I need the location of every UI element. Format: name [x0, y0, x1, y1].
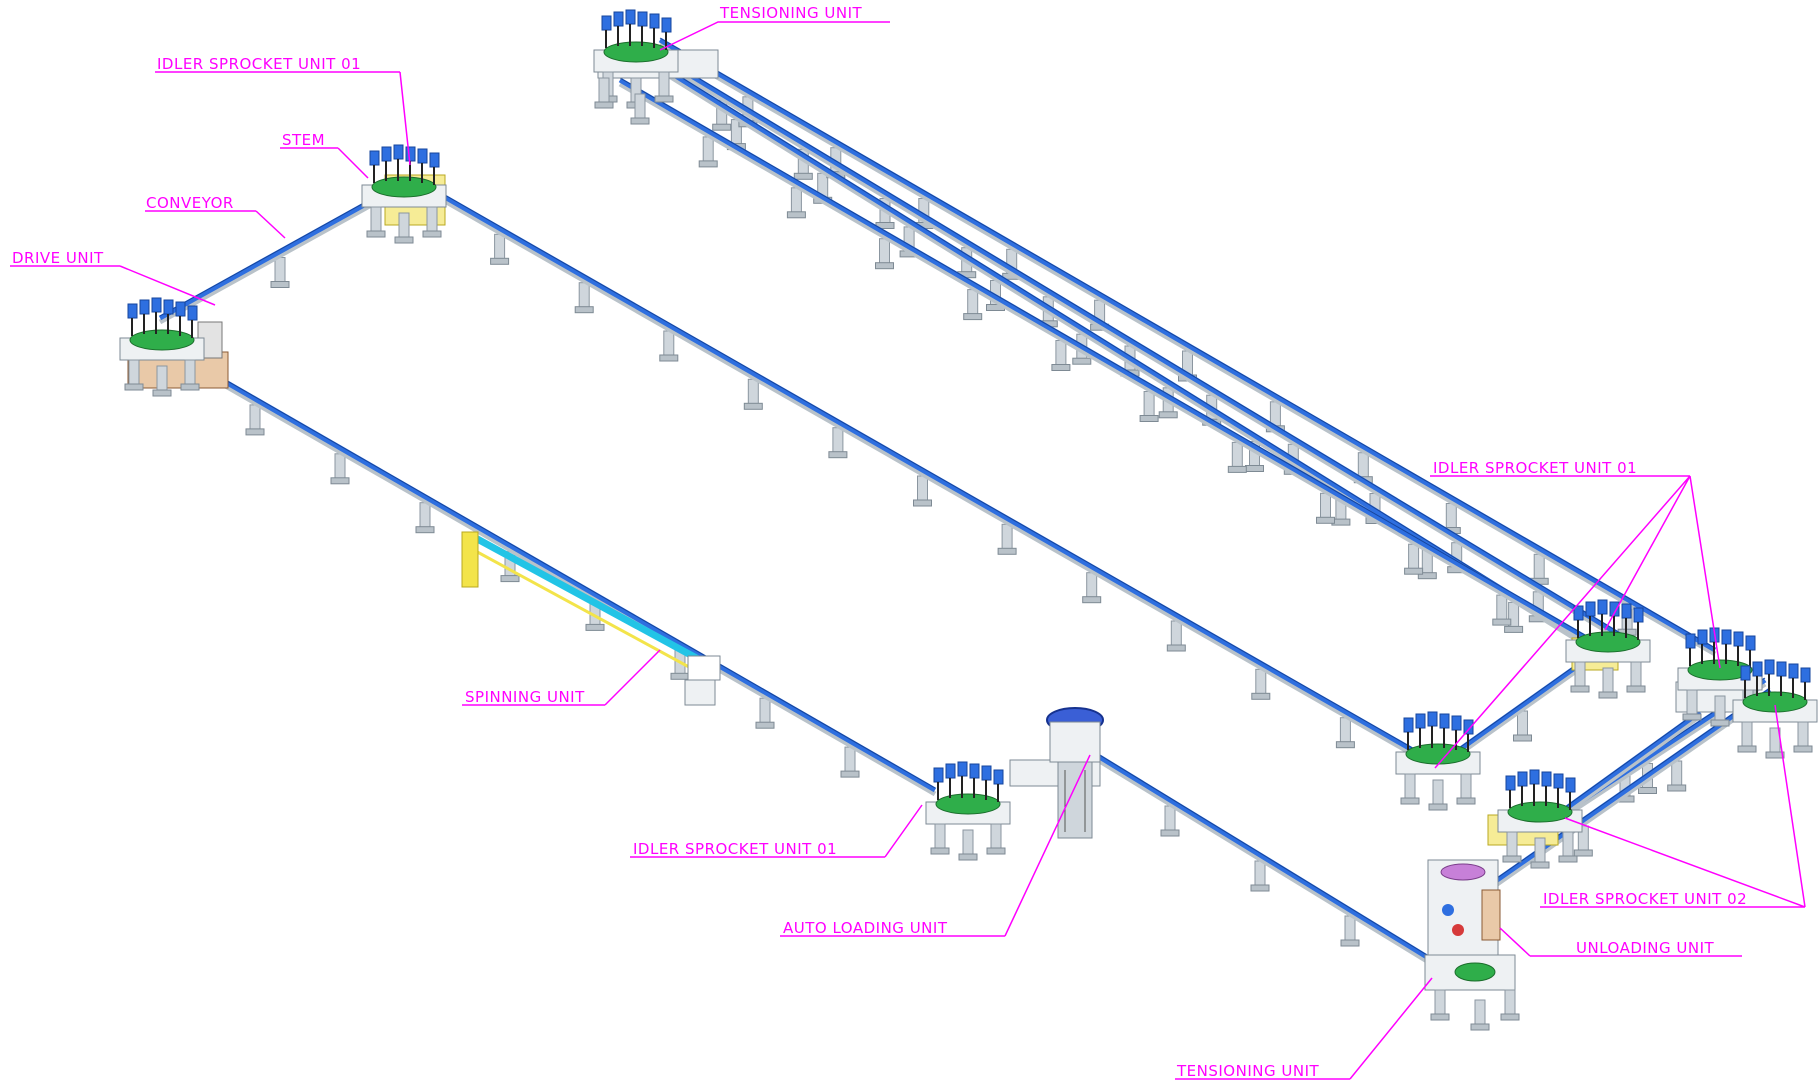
support-post — [828, 427, 848, 459]
idler-sprocket-unit-02-a — [1487, 770, 1582, 868]
conveyor-segment-upper-c-frame — [618, 81, 1592, 647]
support-post — [913, 475, 932, 507]
leader-idler-02 — [1540, 704, 1806, 908]
leader-spinning-unit — [462, 649, 661, 706]
support-post — [270, 257, 290, 288]
conveyor-segment-lower-right-c-frame — [1548, 713, 1702, 827]
spinning-unit — [461, 531, 721, 706]
conveyor-segment-long-lower-frame — [168, 351, 937, 797]
support-post — [743, 378, 763, 410]
conveyor-segment-drive-to-stem-edge — [159, 182, 401, 317]
leader-drive-unit — [10, 265, 216, 306]
conveyor-segment-to-tensioning-edge — [1079, 742, 1441, 964]
conveyor-segment-long-lower-edge — [169, 347, 936, 789]
label-idler-01-left: IDLER SPROCKET UNIT 01 — [157, 55, 361, 73]
conveyor-segment-upper-c-edge — [619, 77, 1591, 639]
conveyor-segment-upper-b-edge — [649, 57, 1601, 649]
conveyor-segment-upper-a-edge — [639, 42, 1621, 634]
label-unloading: UNLOADING UNIT — [1576, 939, 1715, 957]
conveyor-segment-lower-right-a — [1488, 687, 1772, 888]
conveyor-segment-upper-a-frame — [638, 46, 1622, 642]
conveyor-segment-upper-d-edge — [659, 37, 1716, 649]
label-tensioning-bottom: TENSIONING UNIT — [1176, 1062, 1319, 1080]
leader-idler-01-bottom — [630, 804, 923, 858]
leader-unloading — [1499, 927, 1742, 957]
label-spinning-unit: SPINNING UNIT — [465, 688, 585, 706]
conveyor-segment-to-tensioning — [1078, 742, 1442, 968]
leader-stem — [280, 147, 369, 179]
label-conveyor: CONVEYOR — [146, 194, 234, 212]
support-post — [1404, 543, 1424, 575]
idler-sprocket-unit-left — [362, 145, 446, 243]
conveyor-segment-lower-right-a-edge — [1489, 687, 1771, 884]
support-post — [1082, 572, 1102, 604]
label-stem: STEM — [282, 131, 325, 149]
support-post — [1335, 717, 1355, 749]
callout-leaders — [10, 21, 1806, 1080]
tensioning-unit-bottom — [1424, 954, 1520, 1031]
support-post — [330, 453, 350, 485]
leader-idler-01-left — [155, 71, 411, 166]
label-drive-unit: DRIVE UNIT — [12, 249, 104, 267]
conveyor-segment-right-short-frame — [1443, 651, 1602, 767]
leader-idler-01-right — [1430, 475, 1721, 769]
conveyor-segment-upper-d-frame — [658, 41, 1717, 657]
label-auto-loading: AUTO LOADING UNIT — [783, 919, 948, 937]
callout-labels: TENSIONING UNIT IDLER SPROCKET UNIT 01 S… — [12, 4, 1747, 1080]
idler-sprocket-unit-right-b — [1566, 600, 1650, 698]
label-tensioning-top: TENSIONING UNIT — [719, 4, 862, 22]
conveyor-segment-long-upper — [413, 177, 1432, 763]
leader-conveyor — [145, 210, 286, 239]
leader-tensioning-top — [659, 21, 890, 51]
conveyor-segment-lower-right-c-edge — [1549, 709, 1701, 819]
conveyor-segment-upper-c — [618, 77, 1592, 643]
conveyor-segment-lower-right-c — [1548, 709, 1702, 823]
conveyor-segment-long-upper-frame — [413, 181, 1432, 767]
conveyor-segment-drive-to-stem-frame — [158, 186, 402, 325]
drive-unit — [120, 298, 229, 396]
label-idler-02: IDLER SPROCKET UNIT 02 — [1543, 890, 1747, 908]
label-idler-01-right: IDLER SPROCKET UNIT 01 — [1433, 459, 1637, 477]
unloading-unit — [1427, 859, 1501, 961]
leader-tensioning-bottom — [1175, 977, 1433, 1080]
idler-sprocket-unit-right-a — [1396, 712, 1480, 810]
tensioning-unit-top — [594, 10, 719, 125]
support-post — [245, 404, 265, 436]
conveyor-segment-drive-to-stem — [158, 182, 402, 321]
auto-loading-unit — [1046, 707, 1104, 839]
support-post — [415, 502, 435, 534]
support-post — [1251, 668, 1271, 700]
conveyor-segment-upper-a — [638, 42, 1622, 638]
label-idler-01-bottom: IDLER SPROCKET UNIT 01 — [633, 840, 837, 858]
leader-auto-loading — [780, 754, 1091, 937]
conveyor-segment-long-upper-edge — [414, 177, 1431, 759]
conveyor-segment-long-lower — [168, 347, 937, 793]
support-post — [1139, 391, 1159, 422]
conveyor-segment-upper-d — [658, 37, 1717, 653]
conveyor-segment-to-tensioning-frame — [1078, 746, 1442, 972]
support-post — [574, 282, 594, 314]
